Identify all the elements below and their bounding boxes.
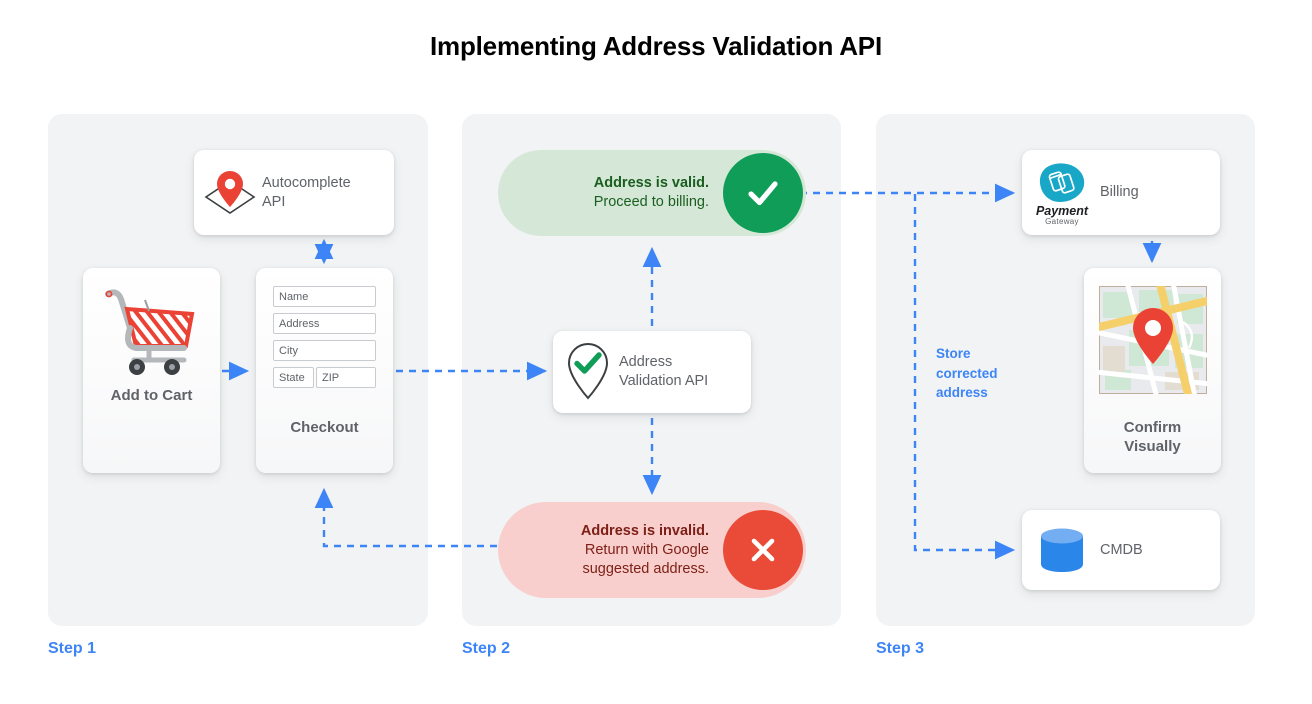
- add-to-cart-label: Add to Cart: [110, 387, 193, 404]
- validation-label-line2: Validation API: [619, 373, 709, 389]
- page-title: Implementing Address Validation API: [430, 31, 882, 61]
- shopping-cart-icon: [100, 284, 204, 383]
- address-validation-api-card[interactable]: Address Validation API: [553, 331, 751, 413]
- store-note-line1: Store: [936, 346, 971, 361]
- step-1-label: Step 1: [48, 640, 97, 657]
- check-icon: [723, 153, 803, 233]
- address-valid-banner: Address is valid. Proceed to billing.: [498, 150, 806, 236]
- zip-field[interactable]: ZIP: [316, 367, 376, 388]
- map-pin-plane-icon: [198, 167, 262, 219]
- checkout-card[interactable]: Name Address City State ZIP Checkout: [256, 268, 393, 473]
- autocomplete-label-line2: API: [262, 193, 286, 210]
- autocomplete-api-label: Autocomplete API: [262, 174, 351, 212]
- payment-logo-line2: Gateway: [1045, 217, 1079, 226]
- confirm-label-line1: Confirm: [1123, 419, 1182, 436]
- address-valid-line2: Proceed to billing.: [593, 194, 709, 210]
- pin-check-icon: [557, 340, 619, 404]
- name-field[interactable]: Name: [273, 286, 376, 307]
- store-note-line2: corrected: [936, 365, 998, 381]
- address-invalid-banner: Address is invalid. Return with Google s…: [498, 502, 806, 598]
- close-icon: [723, 510, 803, 590]
- confirm-visually-card[interactable]: Confirm Visually: [1084, 268, 1221, 473]
- confirm-visually-label: Confirm Visually: [1084, 418, 1221, 456]
- store-corrected-address-note: Store corrected address: [936, 344, 1036, 403]
- validation-label-line1: Address: [619, 354, 673, 370]
- checkout-label: Checkout: [290, 419, 359, 436]
- address-field[interactable]: Address: [273, 313, 376, 334]
- address-valid-text: Address is valid. Proceed to billing.: [498, 174, 723, 212]
- address-invalid-line3: suggested address.: [582, 560, 709, 577]
- step-2-label: Step 2: [462, 640, 511, 657]
- address-invalid-line2: Return with Google: [584, 541, 709, 558]
- address-validation-api-label: Address Validation API: [619, 353, 708, 391]
- store-note-line3: address: [936, 385, 988, 400]
- address-invalid-line1: Address is invalid.: [580, 522, 709, 539]
- payment-gateway-icon: Payment Gateway: [1024, 160, 1100, 226]
- city-field[interactable]: City: [273, 340, 376, 361]
- cmdb-label: CMDB: [1100, 541, 1143, 558]
- billing-card[interactable]: Payment Gateway Billing: [1022, 150, 1220, 235]
- map-thumbnail-icon: [1093, 279, 1212, 399]
- autocomplete-label-line1: Autocomplete: [262, 174, 351, 191]
- autocomplete-api-card[interactable]: Autocomplete API: [194, 150, 394, 235]
- database-icon: [1024, 524, 1100, 576]
- billing-label: Billing: [1100, 184, 1139, 200]
- payment-logo-line1: Payment: [1036, 204, 1089, 218]
- add-to-cart-card[interactable]: Add to Cart: [83, 268, 220, 473]
- confirm-label-line2: Visually: [1124, 438, 1181, 455]
- step-3-label: Step 3: [876, 640, 925, 657]
- cmdb-card[interactable]: CMDB: [1022, 510, 1220, 590]
- address-valid-line1: Address is valid.: [593, 175, 709, 191]
- address-invalid-text: Address is invalid. Return with Google s…: [498, 522, 723, 579]
- state-field[interactable]: State: [273, 367, 314, 388]
